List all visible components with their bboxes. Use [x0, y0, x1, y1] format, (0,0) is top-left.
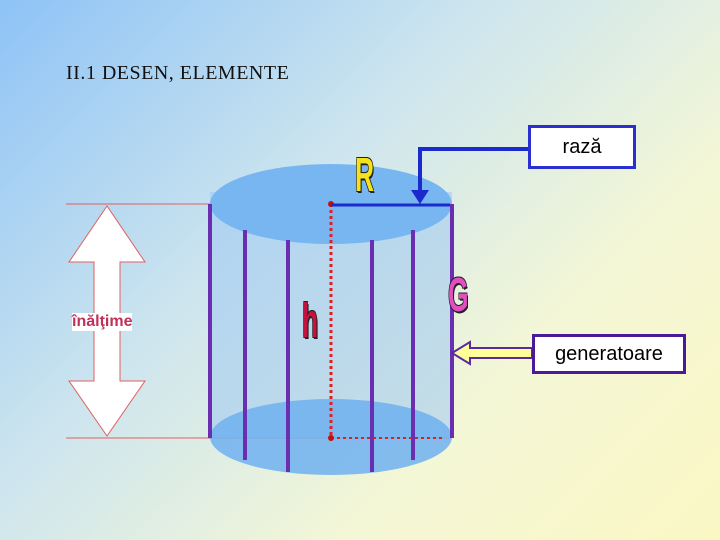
generator-label-box: generatoare	[532, 334, 686, 374]
generator-lines	[208, 204, 454, 472]
slide-title: II.1 DESEN, ELEMENTE	[66, 62, 290, 84]
radius-pointer-head	[411, 190, 429, 204]
bottom-center-dot	[328, 435, 334, 441]
radius-label: rază	[562, 135, 602, 158]
generator-arrow	[450, 340, 533, 366]
height-letter: h	[302, 295, 319, 348]
radius-label-box: rază	[528, 125, 636, 169]
radius-pointer	[418, 147, 528, 196]
generator-label: generatoare	[555, 342, 663, 365]
height-label: înălţime	[72, 313, 133, 331]
generator-letter: G	[448, 269, 469, 322]
radius-letter: R	[355, 149, 375, 202]
